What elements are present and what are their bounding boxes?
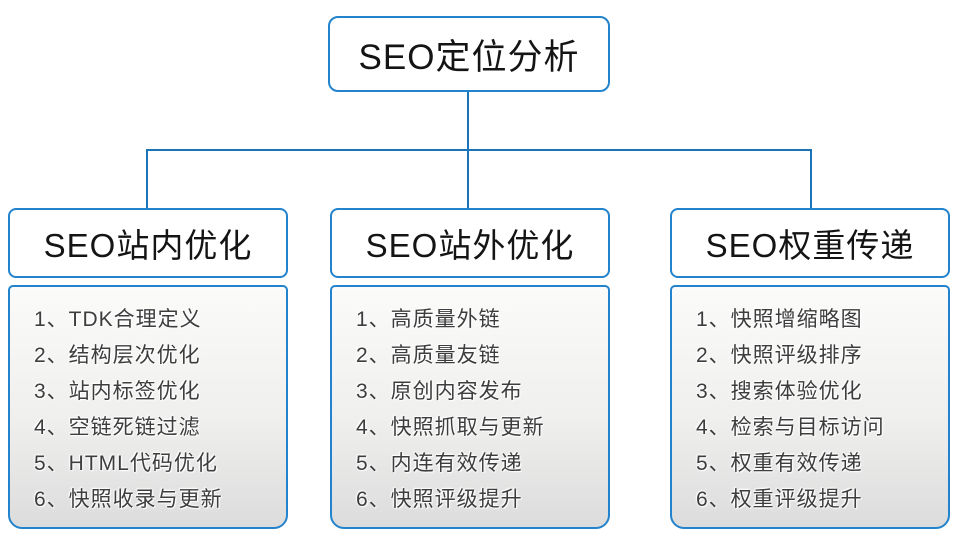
connector-root-vertical bbox=[467, 92, 469, 150]
list-item: 2、高质量友链 bbox=[356, 344, 501, 367]
list-item: 2、结构层次优化 bbox=[34, 344, 201, 367]
branch-title-weight: SEO权重传递 bbox=[670, 208, 950, 278]
list-item: 4、空链死链过滤 bbox=[34, 416, 201, 439]
list-item: 1、TDK合理定义 bbox=[34, 308, 202, 331]
list-item: 6、权重评级提升 bbox=[696, 488, 863, 511]
branch-list-offsite: 1、高质量外链 2、高质量友链 3、原创内容发布 4、快照抓取与更新 5、内连有… bbox=[330, 285, 610, 529]
list-item: 1、高质量外链 bbox=[356, 308, 501, 331]
list-item: 2、快照评级排序 bbox=[696, 344, 863, 367]
branch-title-offsite: SEO站外优化 bbox=[330, 208, 610, 278]
list-item: 4、检索与目标访问 bbox=[696, 416, 885, 439]
branch-offsite-optimization: SEO站外优化 1、高质量外链 2、高质量友链 3、原创内容发布 4、快照抓取与… bbox=[330, 208, 610, 529]
connector-middle-vertical bbox=[467, 150, 469, 208]
list-item: 3、搜索体验优化 bbox=[696, 380, 863, 403]
list-item: 6、快照评级提升 bbox=[356, 488, 523, 511]
list-item: 5、权重有效传递 bbox=[696, 452, 863, 475]
connector-left-vertical bbox=[146, 150, 148, 208]
branch-title-onsite: SEO站内优化 bbox=[8, 208, 288, 278]
branch-list-onsite: 1、TDK合理定义 2、结构层次优化 3、站内标签优化 4、空链死链过滤 5、H… bbox=[8, 285, 288, 529]
list-item: 3、原创内容发布 bbox=[356, 380, 523, 403]
list-item: 5、HTML代码优化 bbox=[34, 452, 218, 475]
list-item: 4、快照抓取与更新 bbox=[356, 416, 545, 439]
list-item: 1、快照增缩略图 bbox=[696, 308, 863, 331]
branch-onsite-optimization: SEO站内优化 1、TDK合理定义 2、结构层次优化 3、站内标签优化 4、空链… bbox=[8, 208, 288, 529]
connector-horizontal-bar bbox=[146, 149, 812, 151]
connector-right-vertical bbox=[810, 150, 812, 208]
branch-list-weight: 1、快照增缩略图 2、快照评级排序 3、搜索体验优化 4、检索与目标访问 5、权… bbox=[670, 285, 950, 529]
branch-weight-transfer: SEO权重传递 1、快照增缩略图 2、快照评级排序 3、搜索体验优化 4、检索与… bbox=[670, 208, 950, 529]
root-node-seo-positioning: SEO定位分析 bbox=[328, 16, 610, 92]
list-item: 6、快照收录与更新 bbox=[34, 488, 223, 511]
list-item: 3、站内标签优化 bbox=[34, 380, 201, 403]
list-item: 5、内连有效传递 bbox=[356, 452, 523, 475]
